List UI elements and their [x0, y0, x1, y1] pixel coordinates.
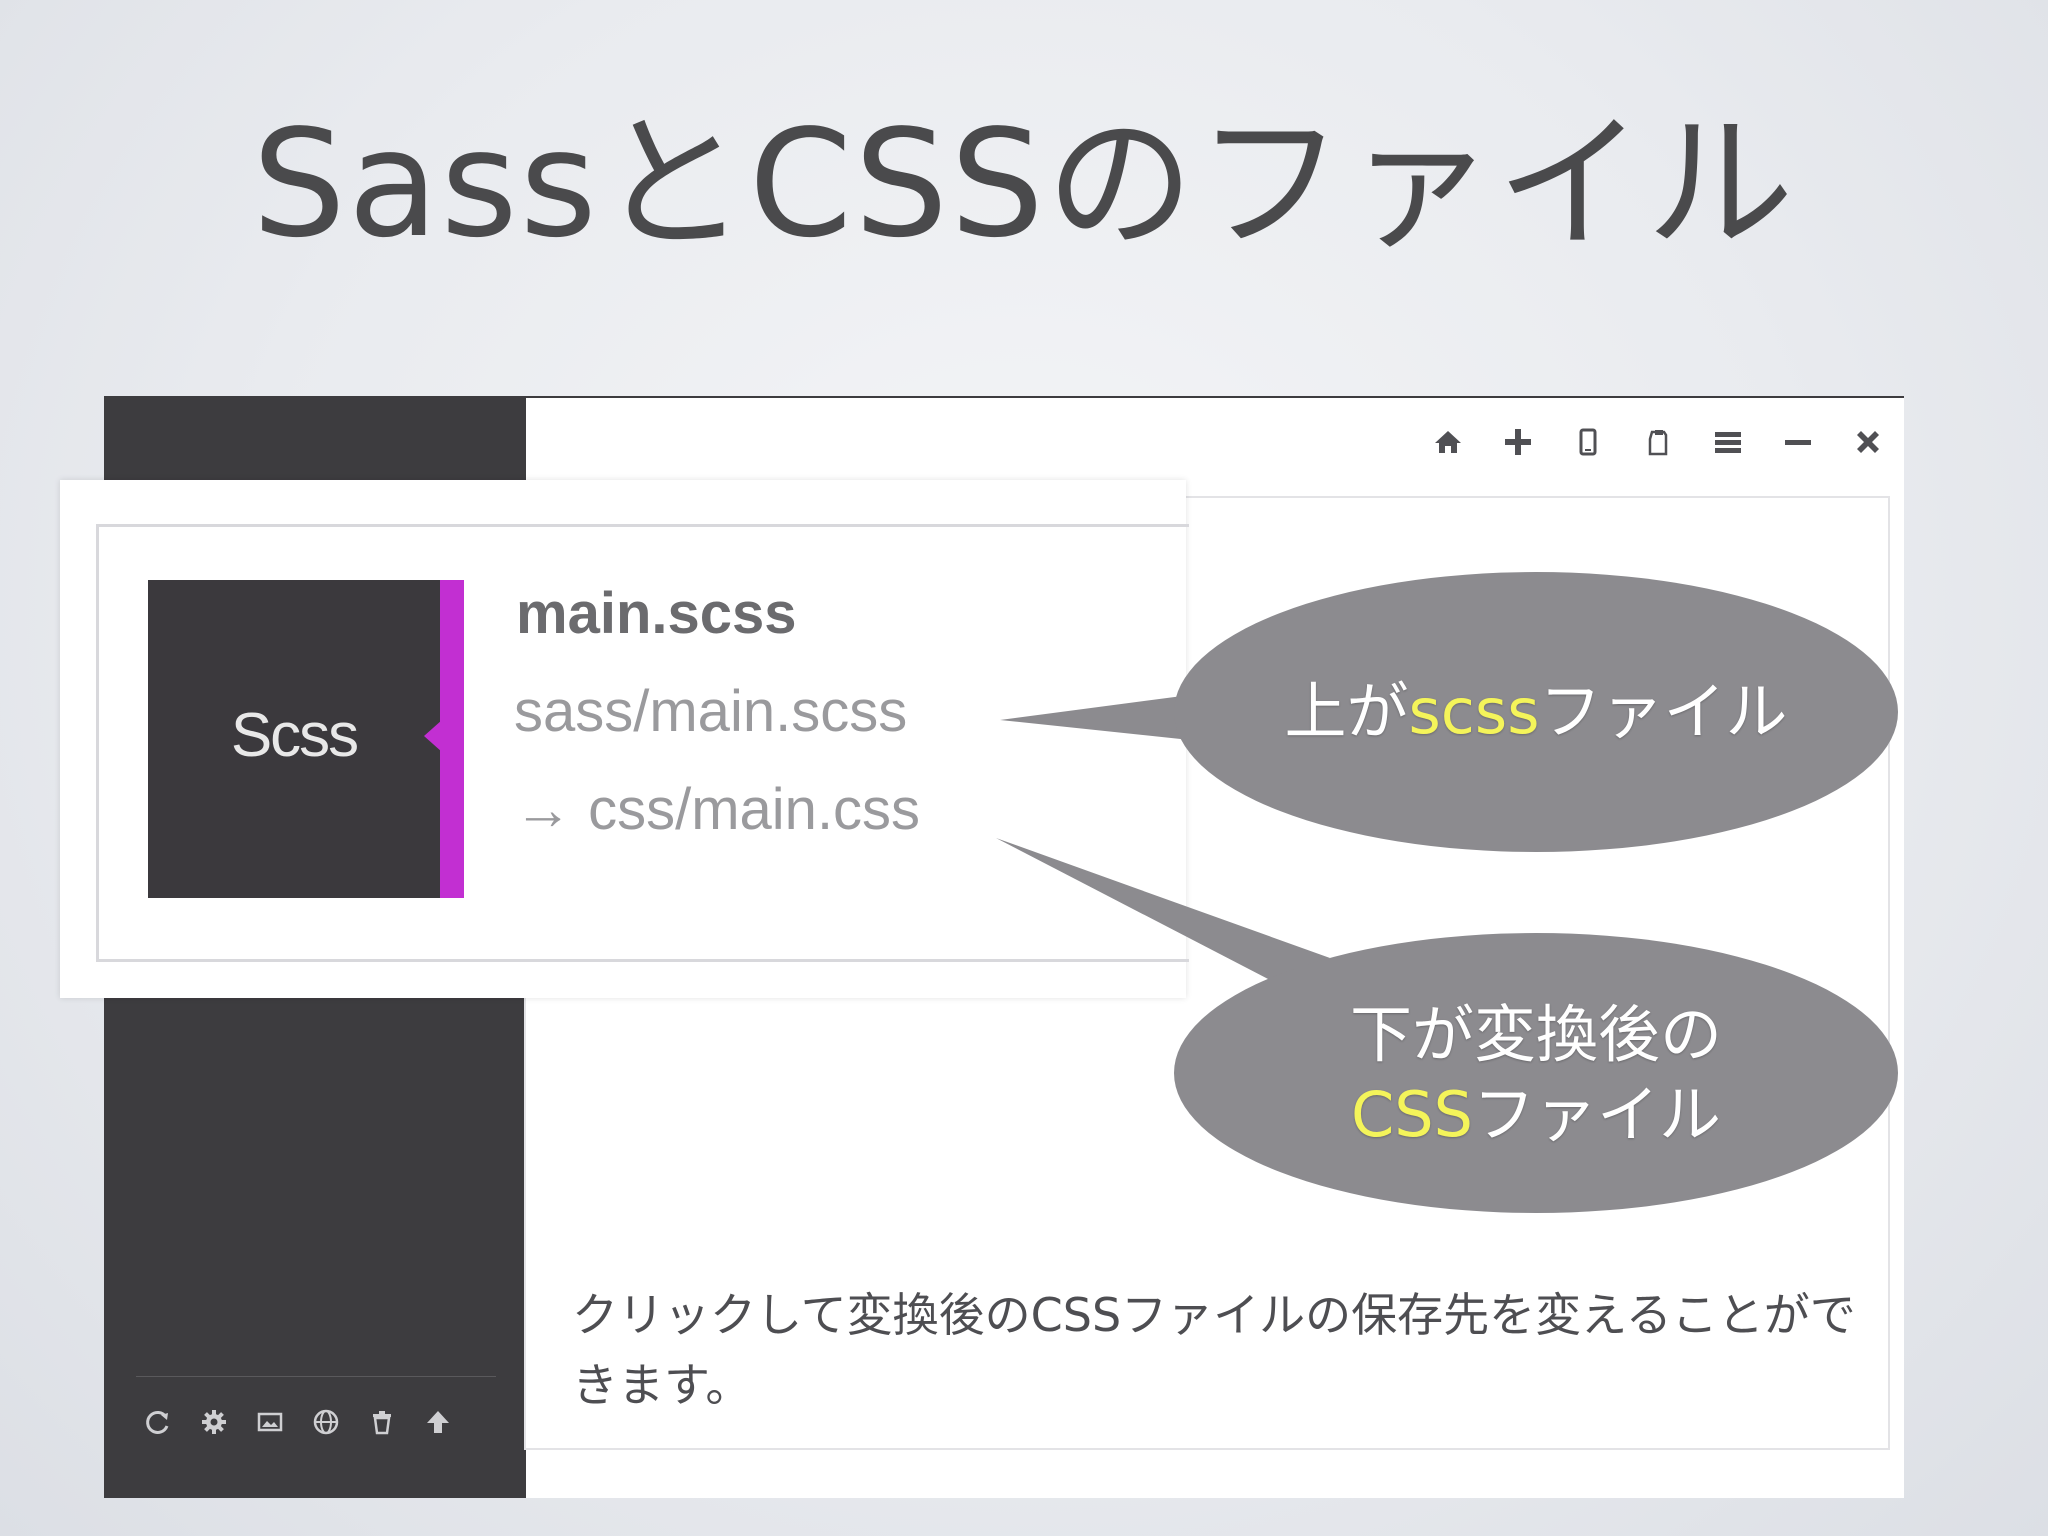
callout-bottom-tail — [996, 838, 1330, 980]
callout-top-pre: 上が — [1284, 675, 1409, 748]
callout-top-tail — [1000, 695, 1190, 740]
sidebar-toolbar — [144, 1408, 452, 1436]
gear-icon[interactable] — [200, 1408, 228, 1436]
window-titlebar — [526, 396, 1904, 478]
phone-icon[interactable] — [1570, 424, 1606, 460]
scss-file-badge[interactable]: Scss — [148, 580, 464, 898]
sidebar-divider — [136, 1376, 496, 1377]
window-controls — [1430, 424, 1886, 460]
file-accent-notch — [424, 720, 442, 752]
callout-top-post: ファイル — [1539, 675, 1788, 748]
image-icon[interactable] — [256, 1408, 284, 1436]
description-text: クリックして変換後のCSSファイルの保存先を変えることができます。 — [572, 1288, 1856, 1412]
callout-bottom-bubble — [1174, 933, 1898, 1213]
trash-icon[interactable] — [368, 1408, 396, 1436]
clipboard-icon[interactable] — [1640, 424, 1676, 460]
close-icon[interactable] — [1850, 424, 1886, 460]
file-output-path[interactable]: → css/main.css — [514, 777, 921, 842]
upload-icon[interactable] — [424, 1408, 452, 1436]
callout-top-bubble — [1174, 572, 1898, 852]
refresh-icon[interactable] — [144, 1408, 172, 1436]
callout-bottom-line2: CSSファイル — [1174, 1075, 1898, 1155]
globe-icon[interactable] — [312, 1408, 340, 1436]
callout-bottom-highlight: CSS — [1350, 1078, 1473, 1151]
plus-icon[interactable] — [1500, 424, 1536, 460]
file-source-path: sass/main.scss — [514, 679, 908, 744]
callout-bottom-line1: 下が変換後の — [1349, 998, 1722, 1071]
menu-icon[interactable] — [1710, 424, 1746, 460]
callout-top-text: 上がscssファイル — [1174, 672, 1898, 752]
callout-bottom-post: ファイル — [1473, 1078, 1722, 1151]
minimize-icon[interactable] — [1780, 424, 1816, 460]
callout-top-highlight: scss — [1408, 675, 1540, 748]
slide-title: SassとCSSのファイル — [251, 98, 1797, 270]
file-name: main.scss — [516, 581, 797, 646]
callout-bottom-text: 下が変換後の CSSファイル — [1174, 995, 1898, 1155]
file-entry-frame — [96, 524, 1189, 962]
home-icon[interactable] — [1430, 424, 1466, 460]
file-accent-bar — [440, 580, 464, 898]
scss-badge-label: Scss — [230, 701, 359, 770]
